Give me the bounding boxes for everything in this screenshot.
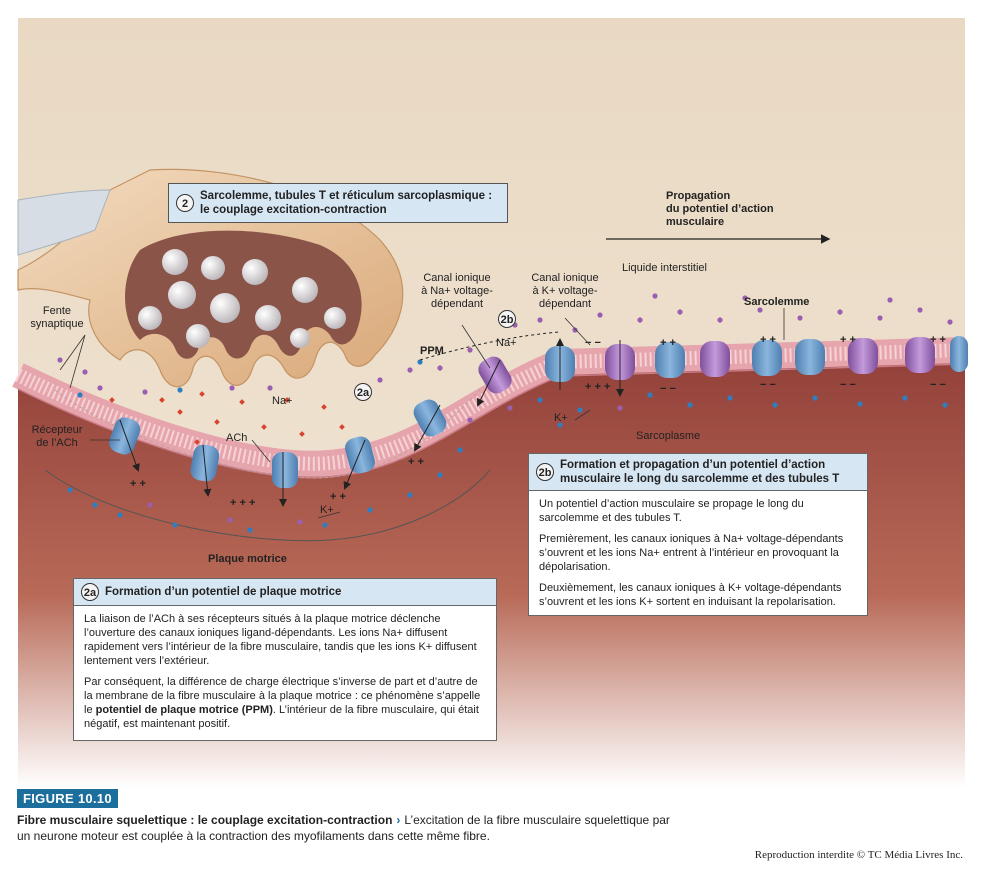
header-step-2: 2 Sarcolemme, tubules T et réticulum sar… (168, 183, 508, 223)
caption-arrow-icon: › (396, 813, 401, 827)
info-box-2a-p2: Par conséquent, la différence de charge … (84, 676, 481, 730)
synaptic-vesicle-icon (138, 249, 346, 348)
label-canal-k: Canal ionique à K+ voltage- dépendant (531, 272, 599, 310)
svg-text:+ +: + + (130, 478, 146, 490)
info-box-2a-ppm-term: potentiel de plaque motrice (PPM) (95, 704, 273, 716)
info-box-2b: 2b Formation et propagation d’un potenti… (528, 453, 868, 616)
svg-text:− −: − − (840, 379, 856, 391)
svg-text:− −: − − (660, 383, 676, 395)
info-box-2a-header: 2a Formation d’un potentiel de plaque mo… (74, 579, 496, 606)
label-k-right: K+ (554, 412, 568, 424)
sodium-ion-icon (57, 293, 953, 525)
info-box-2b-p1: Un potentiel d’action musculaire se prop… (539, 498, 804, 524)
figure-title: Fibre musculaire squelettique : le coupl… (17, 813, 393, 827)
svg-text:+ +: + + (330, 491, 346, 503)
info-box-2b-p3: Deuxièmement, les canaux ioniques à K+ v… (539, 582, 842, 608)
label-fente-synaptique: Fente synaptique (30, 305, 84, 330)
label-k-left: K+ (320, 504, 334, 516)
info-box-2a-title: Formation d’un potentiel de plaque motri… (105, 586, 342, 598)
label-propagation: Propagation du potentiel d’action muscul… (666, 190, 774, 228)
info-box-2a-p1: La liaison de l’ACh à ses récepteurs sit… (84, 613, 477, 667)
figure-text: L’excitation de la fibre musculaire sque… (17, 813, 670, 843)
step-marker-2b: 2b (498, 310, 516, 328)
potassium-ion-icon (67, 359, 948, 533)
label-na-channel: Na+ (496, 337, 517, 349)
figure-tag: FIGURE 10.10 (17, 789, 118, 808)
figure-caption: Fibre musculaire squelettique : le coupl… (17, 812, 677, 844)
svg-text:+ + +: + + + (585, 381, 610, 393)
svg-text:+ +: + + (760, 334, 776, 346)
svg-text:+ +: + + (930, 334, 946, 346)
header-step-2-title: Sarcolemme, tubules T et réticulum sarco… (200, 190, 493, 216)
info-box-2b-title: Formation et propagation d’un potentiel … (560, 459, 840, 485)
label-na-top: Na+ (272, 395, 293, 407)
svg-text:− −: − − (585, 337, 601, 349)
svg-text:+ +: + + (660, 337, 676, 349)
copyright-credit: Reproduction interdite © TC Média Livres… (754, 849, 963, 861)
label-canal-na: Canal ionique à Na+ voltage- dépendant (421, 272, 493, 310)
label-recepteur-ach: Récepteur de l’ACh (31, 424, 83, 449)
label-liquide-interstitiel: Liquide interstitiel (622, 262, 707, 274)
svg-text:+ +: + + (840, 334, 856, 346)
label-sarcolemme: Sarcolemme (744, 296, 810, 308)
label-plaque-motrice: Plaque motrice (208, 553, 287, 565)
step-number-2b: 2b (536, 463, 554, 481)
svg-text:+ + +: + + + (230, 497, 255, 509)
step-marker-2a: 2a (354, 383, 372, 401)
step-number-2: 2 (176, 194, 194, 212)
svg-text:− −: − − (930, 379, 946, 391)
label-ach: ACh (226, 432, 248, 444)
info-box-2a: 2a Formation d’un potentiel de plaque mo… (73, 578, 497, 741)
step-number-2a: 2a (81, 583, 99, 601)
label-ppm: PPM (420, 345, 444, 357)
svg-text:+ +: + + (408, 456, 424, 468)
svg-text:− −: − − (760, 379, 776, 391)
info-box-2b-p2: Premièrement, les canaux ioniques à Na+ … (539, 533, 844, 573)
info-box-2b-header: 2b Formation et propagation d’un potenti… (529, 454, 867, 491)
label-sarcoplasme: Sarcoplasme (636, 430, 701, 442)
